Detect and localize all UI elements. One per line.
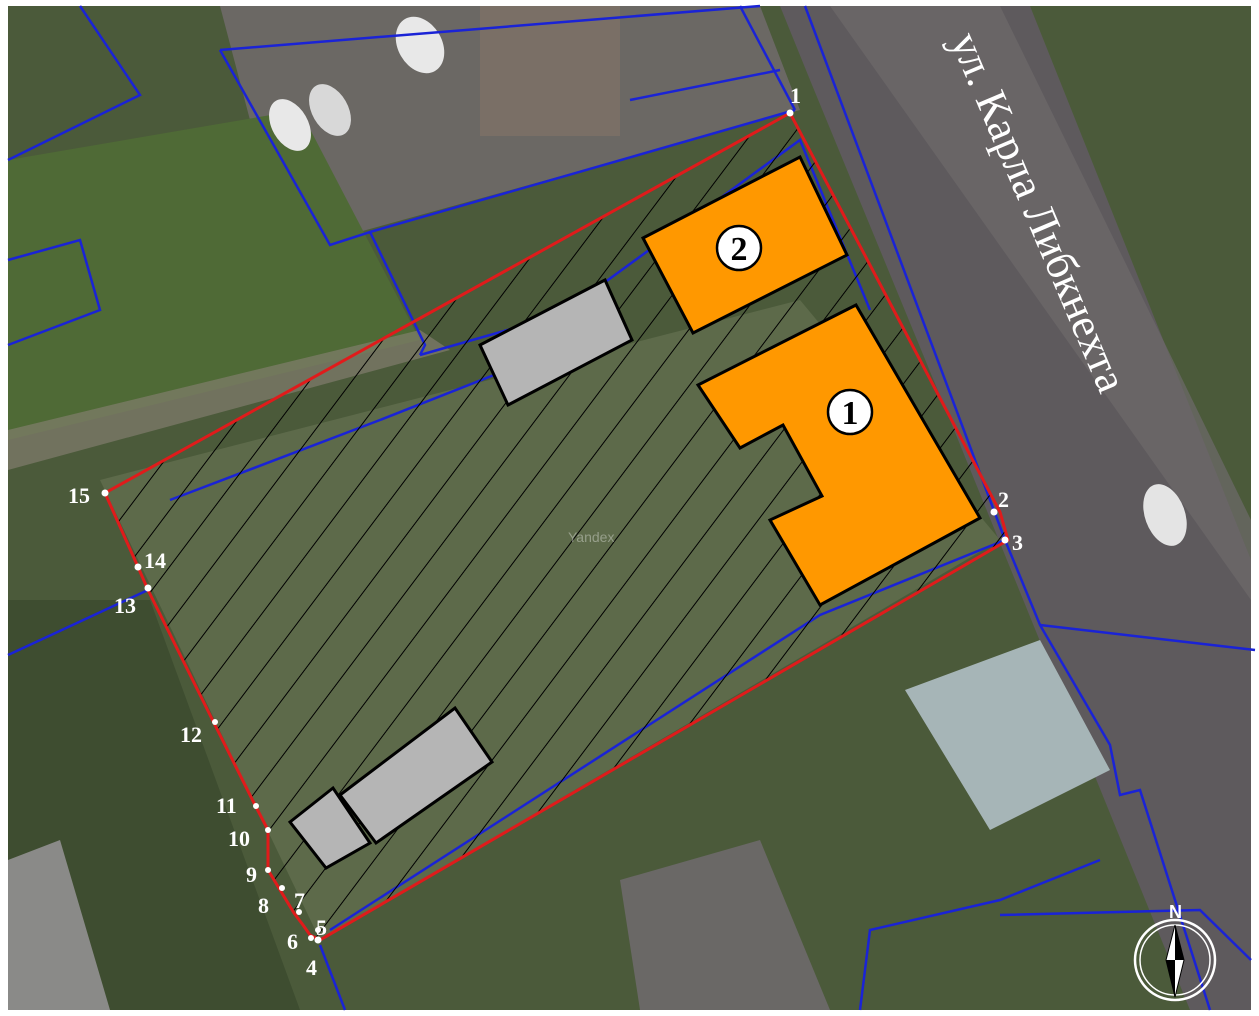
building-number-1: 1 [826,388,874,436]
building-1[interactable] [695,303,983,608]
parcel-hatch [105,113,1008,940]
existing-buildings [287,277,634,870]
vertex-label: 10 [228,826,250,851]
vertex-label: 12 [180,722,202,747]
existing-building [478,277,634,408]
watermark: Yandex [568,529,614,545]
vertex-label: 15 [68,483,90,508]
north-arrow-icon: N [1133,902,1217,1002]
existing-building [287,785,373,870]
vertex-label: 6 [287,929,298,954]
building-number-2: 2 [715,224,763,272]
vertex-label: 4 [306,955,317,980]
existing-building [337,705,495,846]
vertex-label: 2 [998,487,1009,512]
vertex-label: 14 [144,548,166,573]
vertex-label: 3 [1012,530,1023,555]
vertex-label: 7 [294,888,305,913]
vertex-label: 5 [316,915,327,940]
vertex-label: 8 [258,893,269,918]
vertex-label: 9 [246,862,257,887]
vertex-label: 13 [114,593,136,618]
vertex-markers [101,109,1009,944]
svg-text:1: 1 [842,395,859,432]
svg-text:2: 2 [731,231,748,268]
vertex-label: 11 [216,793,237,818]
vertex-label: 1 [790,83,801,108]
north-label: N [1169,902,1182,922]
vertex-labels: 1 2 3 4 5 6 7 8 9 10 11 12 13 14 15 [68,83,1023,980]
